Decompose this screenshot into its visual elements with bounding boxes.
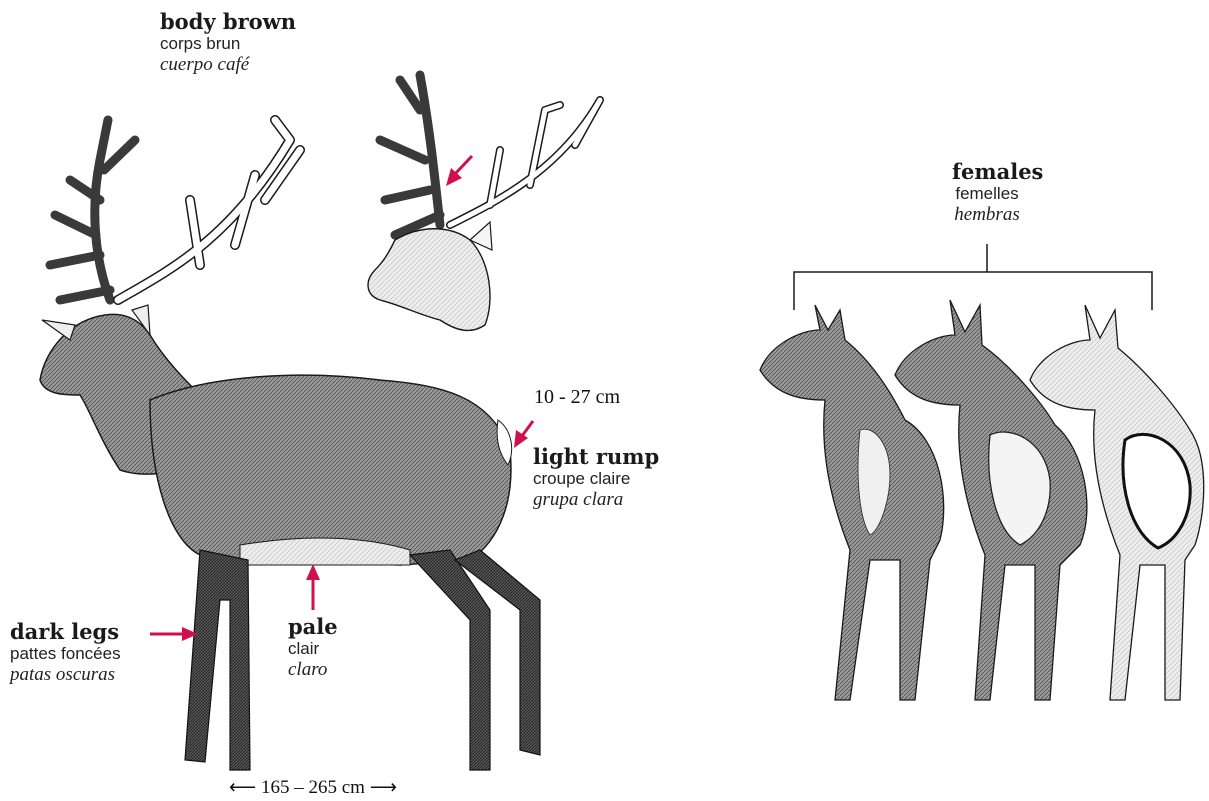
tail-length-measurement: 10 - 27 cm bbox=[534, 386, 620, 409]
stag-antler-left bbox=[50, 120, 135, 300]
label-fr: femelles bbox=[952, 184, 1022, 204]
females-bracket bbox=[794, 244, 1152, 310]
label-es: patas oscuras bbox=[10, 664, 121, 686]
label-en: females bbox=[952, 160, 1022, 184]
label-en: dark legs bbox=[10, 620, 121, 644]
label-en: light rump bbox=[533, 445, 659, 469]
label-en: pale bbox=[288, 615, 338, 639]
label-dark-legs: dark legs pattes foncées patas oscuras bbox=[10, 620, 121, 686]
label-females: females femelles hembras bbox=[952, 160, 1022, 226]
label-en: body brown bbox=[160, 10, 296, 34]
label-fr: clair bbox=[288, 639, 338, 659]
label-fr: pattes foncées bbox=[10, 644, 121, 664]
pale-arrow bbox=[306, 564, 320, 610]
label-light-rump: light rump croupe claire grupa clara bbox=[533, 445, 659, 511]
body-length-measurement: ⟵ 165 – 265 cm ⟶ bbox=[229, 776, 397, 799]
label-es: grupa clara bbox=[533, 489, 659, 511]
label-fr: croupe claire bbox=[533, 469, 659, 489]
label-es: claro bbox=[288, 659, 338, 681]
label-pale: pale clair claro bbox=[288, 615, 338, 681]
label-body-brown: body brown corps brun cuerpo café bbox=[160, 10, 296, 76]
label-fr: corps brun bbox=[160, 34, 296, 54]
dark-legs-arrow bbox=[150, 627, 198, 641]
label-es: cuerpo café bbox=[160, 54, 296, 76]
light-rump-arrow bbox=[514, 421, 533, 448]
stag-antler-right bbox=[118, 120, 300, 300]
body-brown-arrow bbox=[446, 156, 472, 186]
stag-head bbox=[368, 75, 600, 330]
label-es: hembras bbox=[952, 204, 1022, 226]
